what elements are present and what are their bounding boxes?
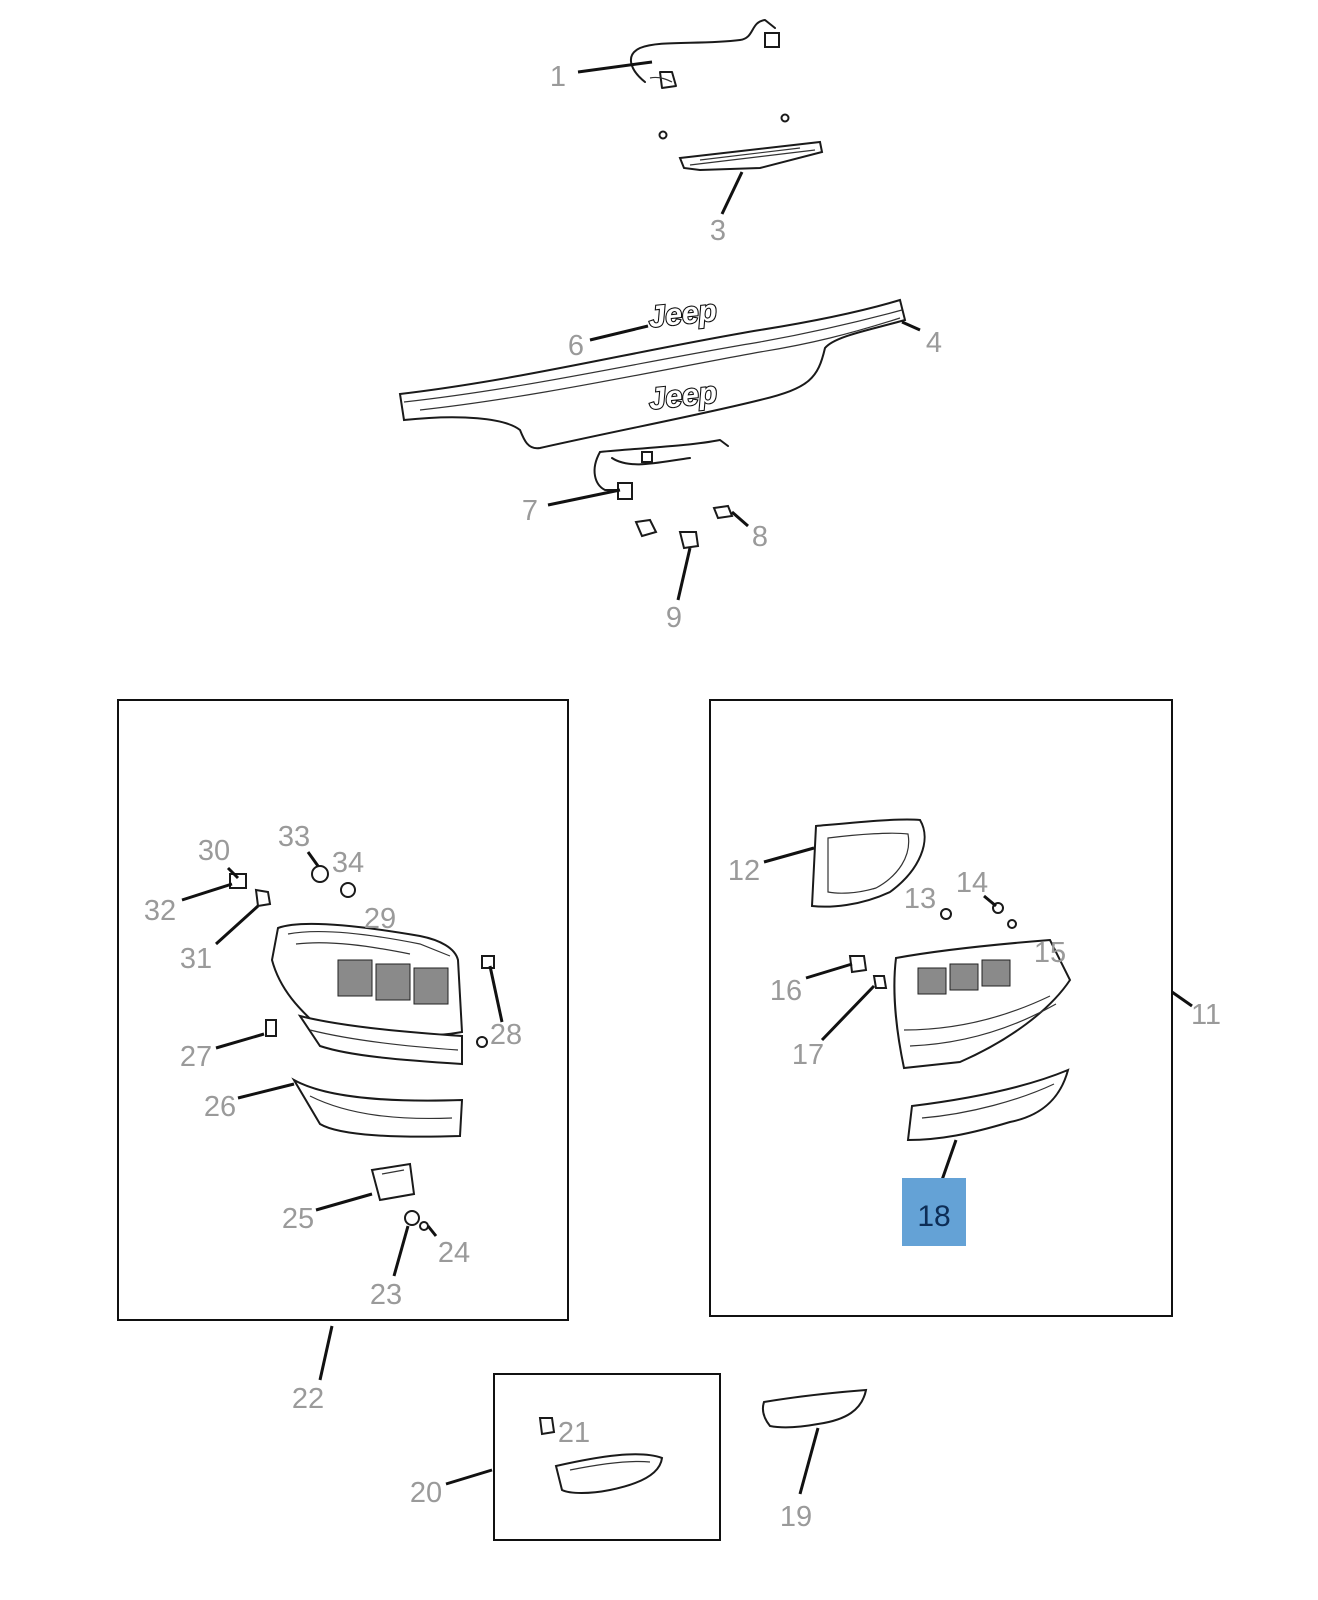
callout-4: 4 (926, 327, 942, 359)
frame-22 (117, 699, 569, 1321)
highlight-box-18 (902, 1178, 966, 1246)
leader-18 (940, 1139, 958, 1181)
leader-33 (306, 851, 320, 867)
gasket-12 (810, 818, 926, 908)
leader-30 (226, 866, 240, 880)
callout-34: 34 (332, 847, 364, 879)
callout-19: 19 (780, 1501, 812, 1533)
bezel-18-inner (921, 1083, 1055, 1119)
leader-24 (426, 1225, 438, 1237)
wiring-harness-1 (630, 19, 780, 89)
license-lamp-hardware (634, 504, 734, 550)
callout-12: 12 (728, 855, 760, 887)
inner-lamp-assembly (893, 938, 1072, 1070)
callout-17: 17 (792, 1039, 824, 1071)
leader-1 (577, 60, 653, 74)
callout-20: 20 (410, 1477, 442, 1509)
callout-13: 13 (904, 883, 936, 915)
leader-7 (547, 488, 621, 507)
leader-14 (983, 894, 997, 908)
high-mount-stop-lamp (658, 113, 824, 172)
callout-1: 1 (550, 61, 566, 93)
leader-19 (798, 1427, 820, 1495)
leader-9 (676, 547, 692, 601)
callout-8: 8 (752, 521, 768, 553)
reflector-20 (554, 1453, 664, 1494)
callout-15: 15 (1034, 937, 1066, 969)
bezel-26 (291, 1077, 464, 1138)
callout-16: 16 (770, 975, 802, 1007)
leader-11 (1171, 990, 1193, 1008)
callout-14: 14 (956, 867, 988, 899)
callout-32: 32 (144, 895, 176, 927)
bezel-18 (906, 1068, 1070, 1142)
leader-27 (215, 1032, 265, 1050)
callout-31: 31 (180, 943, 212, 975)
callout-23: 23 (370, 1279, 402, 1311)
leader-28 (488, 965, 504, 1023)
callout-25: 25 (282, 1203, 314, 1235)
callout-30: 30 (198, 835, 230, 867)
callout-22: 22 (292, 1383, 324, 1415)
callout-26: 26 (204, 1091, 236, 1123)
nameplate-6: Jeep (647, 294, 718, 334)
callout-21: 21 (558, 1417, 590, 1449)
callout-24: 24 (438, 1237, 470, 1269)
reflector-19 (761, 1388, 868, 1429)
leader-26 (237, 1082, 295, 1100)
leader-20 (445, 1468, 493, 1486)
leader-32 (181, 882, 233, 902)
leader-31 (214, 904, 260, 946)
applique-wiring-7 (593, 439, 729, 500)
leader-22 (318, 1325, 334, 1381)
gasket-12-inner (827, 832, 910, 894)
callout-3: 3 (710, 215, 726, 247)
callout-18: 18 (917, 1200, 950, 1233)
leader-25 (315, 1192, 373, 1212)
callout-33: 33 (278, 821, 310, 853)
clip-21 (538, 1417, 556, 1436)
frame-20 (493, 1373, 721, 1541)
bezel-26-inner (309, 1095, 453, 1120)
frame-11 (709, 699, 1173, 1317)
callout-7: 7 (522, 495, 538, 527)
leader-8 (731, 510, 749, 528)
callout-9: 9 (666, 602, 682, 634)
tail-lamp-assembly (270, 922, 464, 1066)
callout-27: 27 (180, 1041, 212, 1073)
leader-23 (392, 1225, 410, 1277)
leader-12 (763, 846, 815, 864)
liftgate-applique (398, 298, 907, 450)
leader-17 (820, 984, 876, 1042)
callout-6: 6 (568, 330, 584, 362)
leader-16 (805, 962, 853, 980)
right-small-parts (848, 902, 1017, 989)
callout-29: 29 (364, 903, 396, 935)
callout-28: 28 (490, 1019, 522, 1051)
reflector-20-inner (569, 1460, 651, 1471)
leader-6 (589, 324, 649, 342)
callout-11: 11 (1191, 999, 1221, 1031)
left-small-parts (229, 865, 495, 1231)
leader-4 (901, 320, 921, 332)
leader-3 (720, 171, 744, 215)
